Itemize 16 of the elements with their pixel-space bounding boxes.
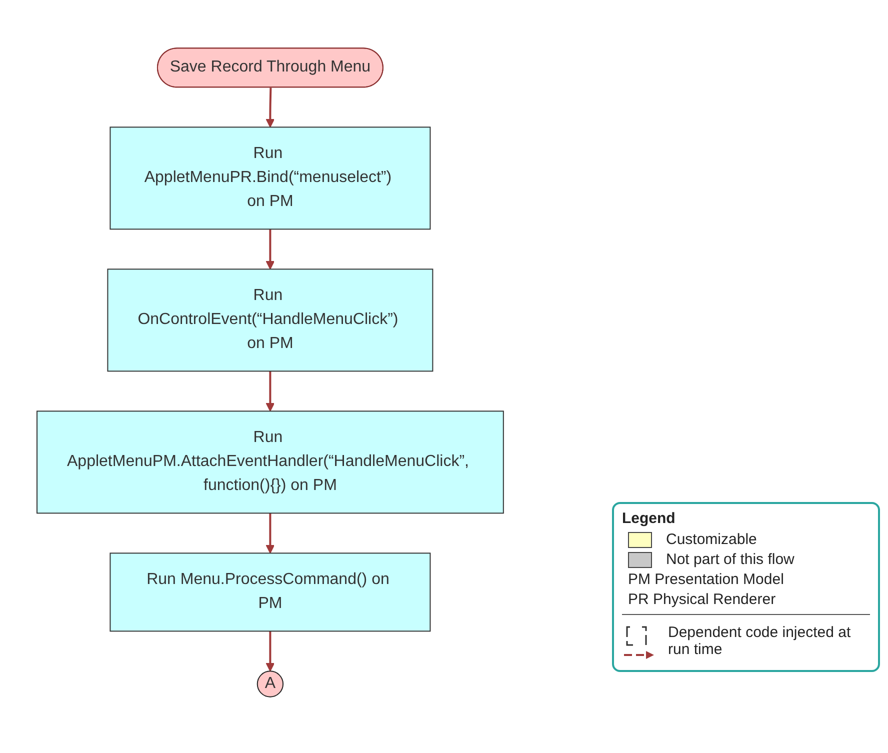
arrow <box>266 631 274 672</box>
node-box: Run OnControlEvent(“HandleMenuClick”) on PM <box>107 268 433 372</box>
legend-text: Dependent code injected at run time <box>668 624 852 658</box>
node-box: Run Menu.ProcessCommand() on PM <box>110 552 430 632</box>
legend-text: Not part of this flow <box>666 551 794 568</box>
legend-title: Legend <box>622 510 676 527</box>
legend-text: Customizable <box>666 531 757 548</box>
node-box: Run AppletMenuPR.Bind(“menuselect”) on PM <box>110 126 430 230</box>
arrow <box>266 371 274 412</box>
arrow <box>266 229 274 270</box>
arrow <box>266 513 274 554</box>
arrow <box>266 88 274 128</box>
node-box: Run AppletMenuPM.AttachEventHandler(“HandleMenuClick”, function(){}) on PM <box>36 410 504 514</box>
node-circle: A <box>256 670 284 698</box>
legend-text: PM Presentation Model <box>628 571 784 588</box>
legend-text: PR Physical Renderer <box>628 591 776 608</box>
